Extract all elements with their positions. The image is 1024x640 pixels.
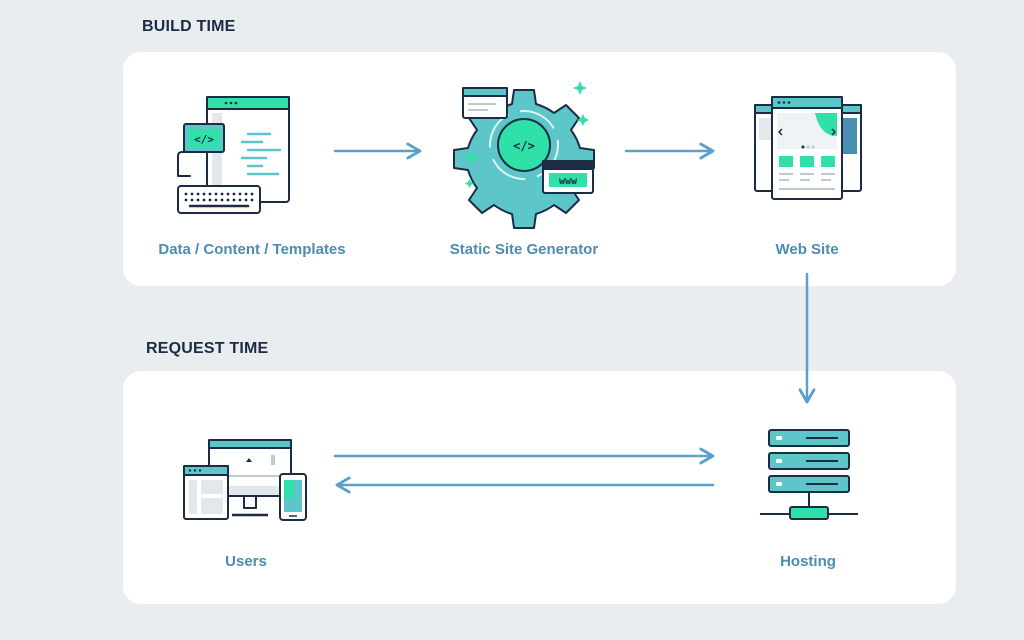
svg-text:</>: </> <box>513 139 535 153</box>
svg-text:</>: </> <box>194 133 214 146</box>
flow-arrows <box>333 142 816 494</box>
server-stack-icon <box>760 429 858 520</box>
build-time-heading: BUILD TIME <box>142 18 236 35</box>
request-time-heading: REQUEST TIME <box>146 340 269 357</box>
browser-windows-icon <box>754 96 862 200</box>
node-label-hosting: Hosting <box>780 553 836 570</box>
gear-code-www-icon: </> www <box>453 81 595 229</box>
node-label-website: Web Site <box>775 241 839 258</box>
code-editor-keyboard-icon: </> <box>177 96 290 214</box>
multi-device-icon <box>183 439 307 521</box>
node-label-users: Users <box>225 553 267 570</box>
node-label-data: Data / Content / Templates <box>158 241 346 258</box>
ssg-www-badge: www <box>559 176 578 187</box>
node-label-ssg: Static Site Generator <box>449 241 599 258</box>
